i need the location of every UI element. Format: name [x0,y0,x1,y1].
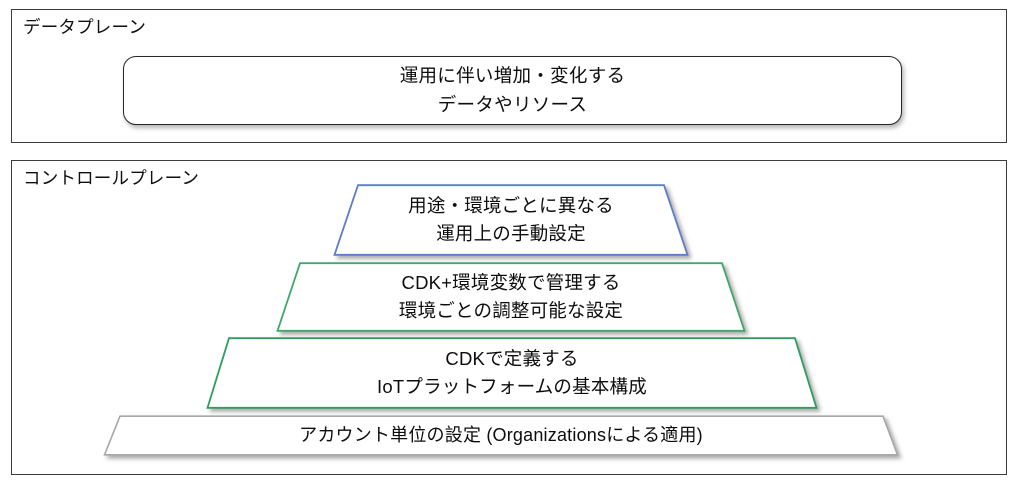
pyramid-layer-cdk-env-vars: CDK+環境変数で管理する 環境ごとの調整可能な設定 [276,262,746,332]
data-plane-container: データプレーン 運用に伴い増加・変化する データやリソース [11,9,1007,143]
control-plane-label: コントロールプレーン [23,168,200,188]
trapezoid-shape-manual-settings [333,184,689,256]
pyramid-layer-manual-settings: 用途・環境ごとに異なる 運用上の手動設定 [333,184,689,256]
pyramid-layer-account-level-settings-text: アカウント単位の設定 (Organizationsによる適用) [103,425,899,447]
trapezoid-shape-cdk-base-architecture [206,337,818,409]
data-plane-label: データプレーン [23,17,147,37]
pyramid-layer-cdk-env-vars-line1: CDK+環境変数で管理する [401,272,621,294]
trapezoid-shape-cdk-env-vars [276,262,746,332]
pyramid-layer-manual-settings-line2: 運用上の手動設定 [436,223,586,244]
pyramid-layer-manual-settings-line1: 用途・環境ごとに異なる [408,195,614,217]
data-resource-card-line2: データやリソース [437,93,588,115]
pyramid-layer-cdk-base-architecture-line1: CDKで定義する [445,348,579,370]
pyramid-layer-cdk-base-architecture-line2: IoTプラットフォームの基本構成 [377,376,647,397]
pyramid-layer-cdk-base-architecture-text: CDKで定義する IoTプラットフォームの基本構成 [206,345,818,401]
pyramid-layer-cdk-base-architecture: CDKで定義する IoTプラットフォームの基本構成 [206,337,818,409]
pyramid-layer-account-level-settings: アカウント単位の設定 (Organizationsによる適用) [103,415,899,456]
data-resource-card-line1: 運用に伴い増加・変化する [399,64,626,86]
data-resource-card-text: 運用に伴い増加・変化する データやリソース [400,62,626,119]
pyramid-layer-manual-settings-text: 用途・環境ごとに異なる 運用上の手動設定 [333,192,689,248]
pyramid-layer-cdk-env-vars-text: CDK+環境変数で管理する 環境ごとの調整可能な設定 [276,269,746,325]
trapezoid-shape-account-level-settings [103,415,899,456]
pyramid-layer-account-level-settings-line1: アカウント単位の設定 (Organizationsによる適用) [299,424,703,445]
data-resource-card: 運用に伴い増加・変化する データやリソース [123,56,902,125]
pyramid-layer-cdk-env-vars-line2: 環境ごとの調整可能な設定 [398,300,624,321]
